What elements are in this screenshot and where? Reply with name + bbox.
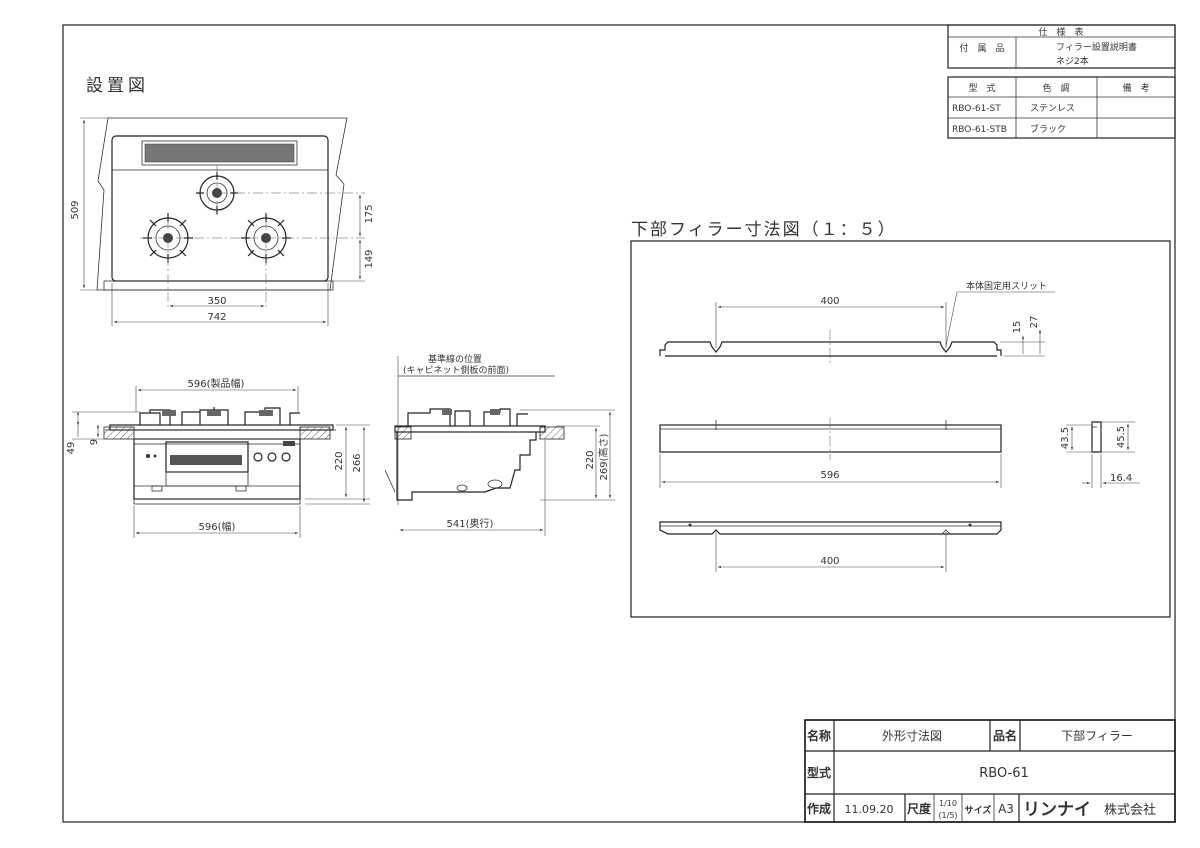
filler-top-view: 400 本体固定用スリット 15 27: [659, 280, 1055, 365]
dim-15: 15: [1012, 321, 1023, 334]
made-label: 作成: [807, 801, 831, 816]
name-label: 名称: [807, 728, 831, 743]
spec-row-color: ステンレス: [1030, 103, 1075, 114]
dim-width: 596(幅): [199, 520, 236, 533]
filler-title: 下部フィラー寸法図（１：５）: [631, 220, 897, 240]
size-label: サイズ: [965, 804, 992, 816]
dim-product-width: 596(製品幅): [188, 377, 245, 390]
front-view: 596(製品幅) 596(幅) 49 9 220 266: [66, 377, 370, 538]
title-block: 名称 外形寸法図 品名 下部フィラー 型式 RBO-61 作成 11.09.20…: [804, 719, 1176, 823]
spec-row-model: RBO-61-STB: [952, 125, 1007, 135]
spec-table-title: 仕 様 表: [1038, 26, 1083, 38]
accessories-label: 付 属 品: [959, 43, 1004, 54]
spec-header-note: 備 考: [1122, 82, 1149, 94]
dim-45-5: 45.5: [1116, 426, 1127, 448]
spec-row-model: RBO-61-ST: [952, 104, 1001, 114]
dim-height: 269(高さ): [597, 433, 610, 480]
filler-side-section: 43.5 45.5 16.4: [1060, 421, 1140, 488]
dim-16-4: 16.4: [1110, 473, 1132, 484]
reference-note: (キャビネット側板の前面): [403, 364, 509, 376]
spec-header-model: 型 式: [968, 82, 995, 94]
side-view: 基準線の位置 (キャビネット側板の前面) 541(奥行) 220 269(高さ): [384, 353, 615, 536]
size-value: A3: [998, 802, 1014, 816]
dim-266: 266: [352, 453, 363, 472]
filler-bottom-view: 400: [659, 521, 1002, 572]
dim-49: 49: [66, 442, 77, 455]
dim-220-side: 220: [585, 450, 596, 469]
item-value: 下部フィラー: [1061, 728, 1133, 743]
filler-front-view: 596: [659, 418, 1002, 488]
dim-596: 596: [820, 470, 839, 481]
dim-43-5: 43.5: [1060, 427, 1071, 449]
dim-149: 149: [364, 249, 375, 268]
scale-label: 尺度: [907, 801, 932, 816]
installation-title: 設置図: [86, 76, 149, 96]
date-value: 11.09.20: [845, 803, 894, 816]
model-label: 型式: [807, 765, 831, 780]
dim-top-400: 400: [820, 296, 839, 307]
accessory-item: ネジ2本: [1056, 55, 1089, 67]
dim-depth: 541(奥行): [447, 517, 494, 530]
accessory-item: フィラー設置説明書: [1056, 41, 1137, 53]
sheet-border: [62, 24, 1176, 823]
company-suffix: 株式会社: [1104, 802, 1156, 818]
spec-table: 仕 様 表 付 属 品 フィラー設置説明書 ネジ2本 型 式 色 調 備 考 R…: [947, 24, 1176, 139]
dim-742: 742: [207, 312, 226, 323]
name-value: 外形寸法図: [882, 729, 942, 743]
dim-27: 27: [1029, 316, 1040, 329]
spec-row-color: ブラック: [1030, 123, 1066, 135]
installation-top-view: 509 175 149 350 742: [70, 117, 375, 326]
spec-header-color: 色 調: [1042, 82, 1069, 94]
dim-175: 175: [364, 204, 375, 223]
company-logo: リンナイ: [1023, 800, 1091, 820]
scale-top: 1/10: [939, 799, 957, 808]
dim-350: 350: [207, 296, 226, 307]
reference-note: 基準線の位置: [428, 353, 482, 365]
dim-9: 9: [89, 439, 100, 445]
item-label: 品名: [993, 728, 1017, 743]
dim-220: 220: [334, 451, 345, 470]
dim-509: 509: [70, 200, 81, 219]
slit-label: 本体固定用スリット: [966, 280, 1047, 292]
scale-bottom: (1/5): [938, 811, 957, 820]
filler-frame: [630, 240, 1171, 618]
model-value: RBO-61: [979, 766, 1029, 781]
dim-bottom-400: 400: [820, 556, 839, 567]
